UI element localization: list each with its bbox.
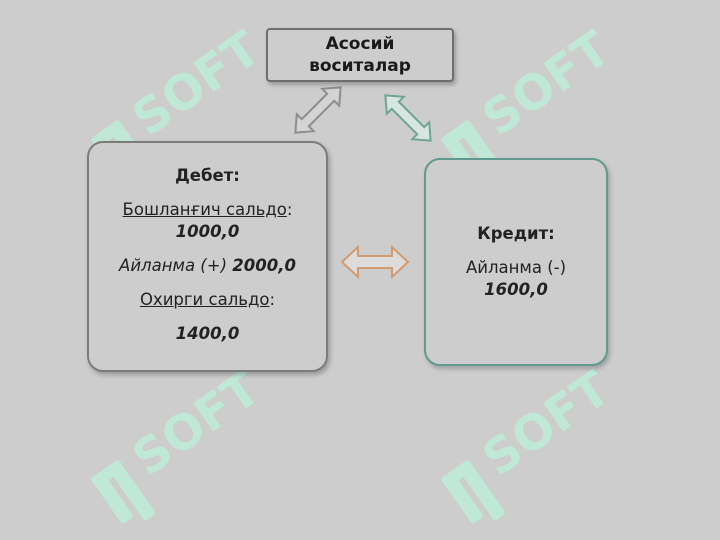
main-assets-box: Асосий воситалар <box>266 28 454 82</box>
double-arrow-top-left <box>294 86 342 134</box>
credit-turnover-label: Айланма (-) <box>465 258 567 277</box>
debit-box: Дебет: Бошланғич сальдо: 1000,0 Айланма … <box>87 141 328 372</box>
debit-title: Дебет: <box>175 166 240 185</box>
credit-turnover-value: 1600,0 <box>484 280 548 299</box>
credit-box: Кредит: Айланма (-) 1600,0 <box>424 158 608 366</box>
closing-balance-row: Охирги сальдо: <box>140 289 275 311</box>
closing-balance-label: Охирги сальдо <box>139 290 270 309</box>
opening-balance-row: Бошланғич сальдо: <box>123 199 293 221</box>
main-assets-title-line1: Асосий <box>325 34 395 54</box>
credit-title: Кредит: <box>477 224 555 243</box>
main-assets-title-line2: воситалар <box>309 56 411 76</box>
debit-turnover-row: Айланма (+) 2000,0 <box>119 255 296 277</box>
double-arrow-middle <box>340 244 410 280</box>
opening-balance-value: 1000,0 <box>175 222 240 241</box>
opening-balance-colon: : <box>286 200 293 219</box>
opening-balance-label: Бошланғич сальдо <box>122 200 287 219</box>
double-arrow-top-right <box>384 94 432 142</box>
closing-balance-colon: : <box>269 290 276 309</box>
debit-turnover-value: 2000,0 <box>232 256 296 275</box>
closing-balance-value: 1400,0 <box>175 324 240 343</box>
debit-turnover-label: Айланма (+) <box>119 256 228 275</box>
